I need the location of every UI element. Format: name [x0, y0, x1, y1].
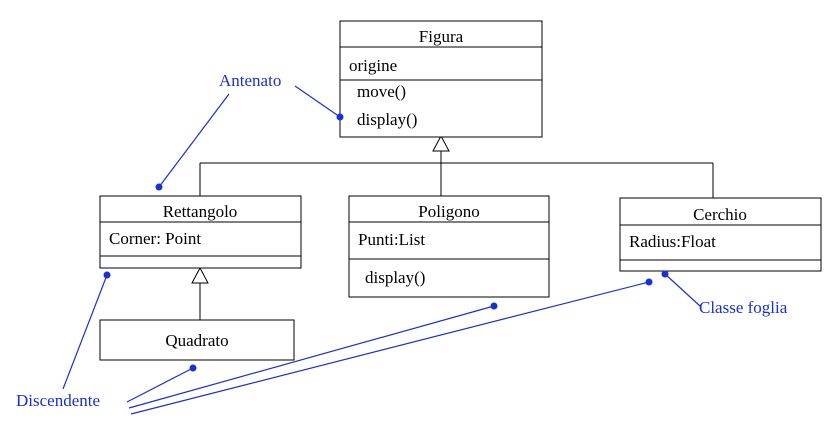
rettangolo-inheritance-arrow	[191, 266, 209, 284]
discendente-pointer-quadrato	[126, 367, 194, 403]
class-rettangolo-name: Rettangolo	[163, 202, 238, 221]
discendente-dot-quadrato	[189, 364, 197, 372]
class-quadrato: Quadrato	[99, 319, 295, 361]
class-quadrato-box	[99, 319, 295, 361]
annotation-callouts: Antenato Discendente Classe foglia	[16, 71, 788, 415]
antenato-pointer-rettangolo	[158, 93, 230, 188]
class-figura-name: Figura	[419, 27, 464, 46]
class-poligono-attribute: Punti:List	[358, 230, 425, 249]
class-figura-attribute: origine	[349, 56, 397, 75]
antenato-dot-figura	[336, 113, 344, 121]
classe-foglia-dot-cerchio	[661, 270, 669, 278]
inheritance-edges	[191, 134, 714, 320]
class-poligono-method-display: display()	[365, 268, 425, 287]
class-cerchio-attribute: Radius:Float	[629, 232, 716, 251]
discendente-dot-rettangolo	[103, 271, 111, 279]
class-quadrato-name: Quadrato	[165, 331, 228, 350]
class-poligono-box	[348, 195, 550, 298]
class-figura-method-display: display()	[357, 110, 417, 129]
figura-inheritance-arrow	[432, 134, 450, 152]
class-rettangolo-attribute: Corner: Point	[109, 229, 201, 248]
class-figura-box	[339, 20, 543, 138]
annotation-classe-foglia: Classe foglia	[699, 298, 788, 317]
class-figura-method-move: move()	[357, 82, 406, 101]
discendente-pointer-poligono	[128, 305, 495, 409]
class-rettangolo: Rettangolo Corner: Point	[99, 195, 302, 269]
annotation-antenato: Antenato	[219, 71, 281, 90]
discendente-pointer-rettangolo	[62, 274, 108, 390]
class-poligono: Poligono Punti:List display()	[348, 195, 550, 298]
annotation-discendente: Discendente	[16, 391, 100, 410]
classe-foglia-pointer-cerchio	[664, 273, 701, 307]
antenato-dot-rettangolo	[155, 183, 163, 191]
class-cerchio-name: Cerchio	[693, 205, 747, 224]
class-poligono-name: Poligono	[418, 202, 479, 221]
class-figura: Figura origine move() display()	[339, 20, 543, 138]
discendente-pointer-cerchio	[130, 281, 650, 415]
antenato-pointer-figura	[294, 85, 341, 118]
class-cerchio: Cerchio Radius:Float	[619, 197, 822, 272]
discendente-dot-cerchio	[645, 278, 653, 286]
class-cerchio-box	[619, 197, 822, 272]
discendente-dot-poligono	[490, 302, 498, 310]
